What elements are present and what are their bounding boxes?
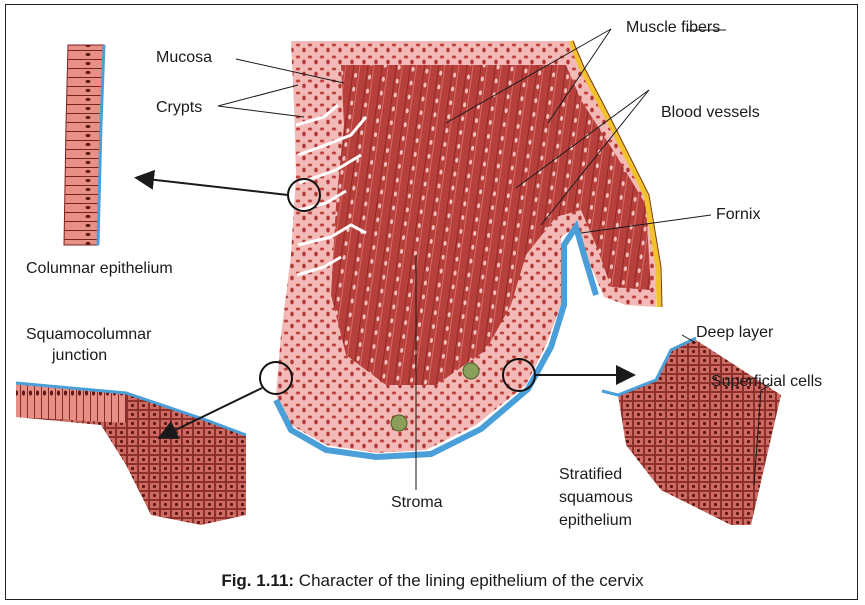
columnar-epithelium-inset <box>64 45 104 245</box>
caption-number: Fig. 1.11: <box>221 571 294 590</box>
label-squamocolumnar: Squamocolumnar <box>26 326 152 343</box>
label-stratified: Stratified <box>559 466 622 483</box>
label-columnar-epithelium: Columnar epithelium <box>26 260 173 277</box>
label-superficial-cells: Superficial cells <box>711 373 822 390</box>
label-deep-layer: Deep layer <box>696 324 774 341</box>
label-fornix: Fornix <box>716 206 760 223</box>
stroma-cell-nest <box>391 415 407 431</box>
label-junction: junction <box>51 347 107 364</box>
label-squamous: squamous <box>559 489 633 506</box>
squamocolumnar-junction-inset <box>16 383 246 525</box>
label-blood-vessels: Blood vessels <box>661 104 760 121</box>
label-mucosa: Mucosa <box>156 49 212 66</box>
arrow-to-columnar <box>138 178 288 195</box>
caption-text: Character of the lining epithelium of th… <box>294 571 644 590</box>
cervix-section <box>260 41 662 457</box>
figure-caption: Fig. 1.11: Character of the lining epith… <box>6 571 859 591</box>
label-stroma: Stroma <box>391 494 443 511</box>
label-crypts: Crypts <box>156 99 202 116</box>
label-muscle-fibers: Muscle fibers <box>626 19 720 36</box>
stroma-cell-nest <box>463 363 479 379</box>
cervix-diagram: Mucosa Crypts Muscle fibers Blood vessel… <box>6 5 859 601</box>
label-epithelium: epithelium <box>559 512 632 529</box>
figure-frame: Mucosa Crypts Muscle fibers Blood vessel… <box>5 4 858 600</box>
